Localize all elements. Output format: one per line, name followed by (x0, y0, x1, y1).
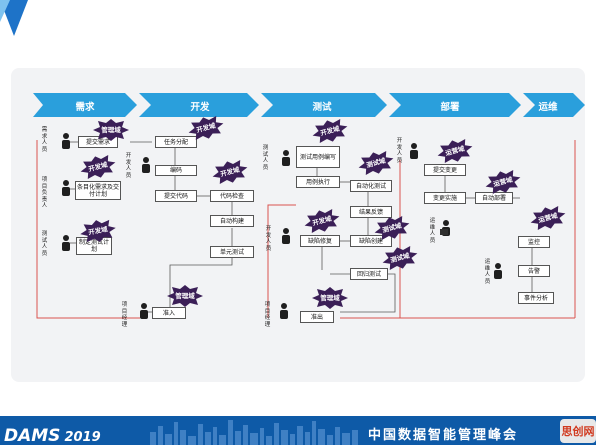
burst-label: 开发域 (88, 224, 109, 236)
burst-ops-2: 运营域 (482, 166, 524, 198)
burst-test-3: 测试域 (371, 212, 413, 244)
burst-test-1: 测试域 (355, 147, 397, 179)
role-label: 测试人员 (41, 231, 48, 257)
role-label: 项目经理 (264, 302, 271, 328)
footer-skyline (150, 420, 358, 445)
box-regression: 回归测试 (350, 268, 388, 280)
box-code-check: 代码检查 (210, 190, 254, 202)
stage-label-deploy: 部署 (440, 102, 460, 113)
box-unit-test: 单元测试 (210, 246, 254, 258)
role-label: 测试人员 (262, 145, 269, 171)
role-label: 开发人员 (125, 153, 132, 179)
burst-ops-1: 运营域 (434, 135, 476, 167)
person-icon (62, 180, 70, 196)
monitor-icon (440, 229, 448, 235)
burst-label: 管理域 (175, 291, 195, 300)
stage-label-test: 测试 (312, 102, 332, 113)
stage-label-ops: 运维 (538, 102, 558, 113)
role-label: 运维人员 (484, 259, 491, 285)
person-icon (494, 263, 502, 279)
burst-mgmt-2: 管理域 (167, 285, 203, 307)
burst-dev-2: 开发域 (78, 217, 118, 245)
burst-label: 管理域 (320, 293, 340, 302)
person-icon (410, 143, 418, 159)
box-event-analysis: 事件分析 (518, 292, 554, 304)
stage-chevron-dev (139, 93, 259, 117)
stage-chevrons (33, 93, 585, 117)
box-change-impl: 变更实施 (424, 192, 466, 204)
role-label: 项目负责人 (41, 177, 48, 209)
burst-mgmt-1: 管理域 (93, 119, 129, 141)
stage-chevron-deploy (389, 93, 521, 117)
corner-accent (0, 0, 28, 36)
person-icon (280, 303, 288, 319)
box-submit-req: 提交需求 (78, 136, 118, 148)
box-case-exec: 用例执行 (296, 176, 340, 188)
person-icon (140, 303, 148, 319)
watermark-badge: 思创网 (560, 419, 596, 443)
box-monitor: 监控 (518, 236, 550, 248)
box-test-case: 测试用例编写 (296, 146, 340, 168)
box-defect-fix: 缺陷修复 (300, 235, 340, 247)
role-label: 开发人员 (396, 138, 403, 164)
box-auto-req: 条目化需求及交付计划 (75, 181, 121, 200)
stage-chevron-ops (523, 93, 585, 117)
stage-label-req: 需求 (75, 102, 95, 113)
person-icon (142, 157, 150, 173)
burst-mgmt-3: 管理域 (312, 287, 348, 309)
person-icon (62, 235, 70, 251)
box-auto-test: 自动化测试 (350, 180, 392, 192)
role-label: 项目经理 (121, 302, 128, 328)
box-auto-build: 自动构建 (210, 215, 254, 227)
stage-label-dev: 开发 (190, 102, 210, 113)
box-alert: 告警 (518, 265, 550, 277)
stage-chevron-test (261, 93, 387, 117)
burst-dev-6: 开发域 (301, 205, 343, 237)
box-task-assign: 任务分配 (155, 136, 197, 148)
person-icon (62, 133, 70, 149)
role-label: 需求人员 (41, 127, 48, 153)
box-submit-change: 提交变更 (424, 164, 466, 176)
burst-dev-4: 开发域 (209, 156, 251, 188)
box-defect-create: 缺陷创建 (350, 235, 392, 247)
role-label: 开发人员 (265, 226, 272, 252)
burst-dev-1: 开发域 (77, 151, 119, 183)
person-icon (282, 228, 290, 244)
burst-dev-5: 开发域 (309, 115, 351, 147)
burst-label: 管理域 (101, 125, 121, 134)
box-coding: 编码 (155, 165, 197, 176)
stage-chevron-req (33, 93, 137, 117)
footer-title: 中国数据智能管理峰会 (368, 428, 519, 443)
box-submit-code: 提交代码 (155, 190, 197, 202)
person-icon (282, 150, 290, 166)
box-approve: 准入 (152, 307, 186, 319)
burst-test-2: 测试域 (379, 242, 421, 274)
role-label: 运维人员 (429, 218, 436, 244)
burst-ops-3: 运营域 (527, 202, 569, 234)
box-result-feedback: 结果反馈 (350, 206, 392, 218)
burst-dev-3: 开发域 (185, 112, 227, 144)
box-release: 准出 (300, 311, 334, 323)
